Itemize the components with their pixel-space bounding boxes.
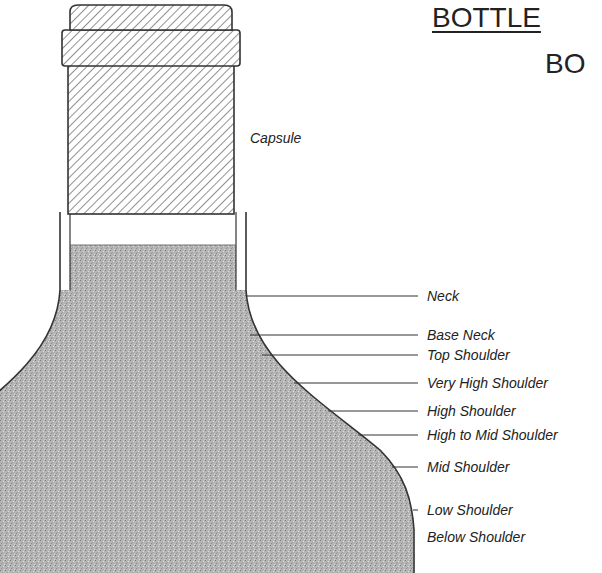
title: BOTTLE bbox=[432, 2, 541, 34]
leader-lines bbox=[247, 296, 418, 510]
leader-line bbox=[294, 383, 418, 384]
part-label: Top Shoulder bbox=[427, 347, 510, 363]
neck-inner-wall bbox=[69, 212, 70, 290]
leader-line bbox=[358, 435, 418, 436]
capsule bbox=[68, 64, 234, 214]
fill-line bbox=[70, 245, 236, 246]
leader-line bbox=[262, 355, 418, 356]
part-label: Base Neck bbox=[427, 327, 495, 343]
part-label: Low Shoulder bbox=[427, 502, 513, 518]
bottle-outline bbox=[0, 212, 60, 450]
part-label: Very High Shoulder bbox=[427, 375, 548, 391]
bottle-liquid bbox=[0, 245, 414, 573]
air-gap bbox=[71, 213, 235, 245]
neck-inner-wall bbox=[235, 212, 236, 290]
leader-line bbox=[328, 411, 418, 412]
part-label: Mid Shoulder bbox=[427, 459, 510, 475]
capsule-top bbox=[70, 5, 232, 30]
part-label: Neck bbox=[427, 288, 459, 304]
part-label: High to Mid Shoulder bbox=[427, 427, 558, 443]
part-label: High Shoulder bbox=[427, 403, 516, 419]
part-label: Capsule bbox=[250, 130, 301, 146]
heading-fragment: BO bbox=[545, 48, 585, 80]
leader-line bbox=[413, 510, 418, 511]
leader-line bbox=[250, 335, 418, 336]
capsule-ring bbox=[62, 30, 240, 66]
part-label: Below Shoulder bbox=[427, 529, 525, 545]
leader-line bbox=[392, 467, 418, 468]
bottle-outline bbox=[246, 212, 414, 573]
leader-line bbox=[247, 296, 418, 297]
